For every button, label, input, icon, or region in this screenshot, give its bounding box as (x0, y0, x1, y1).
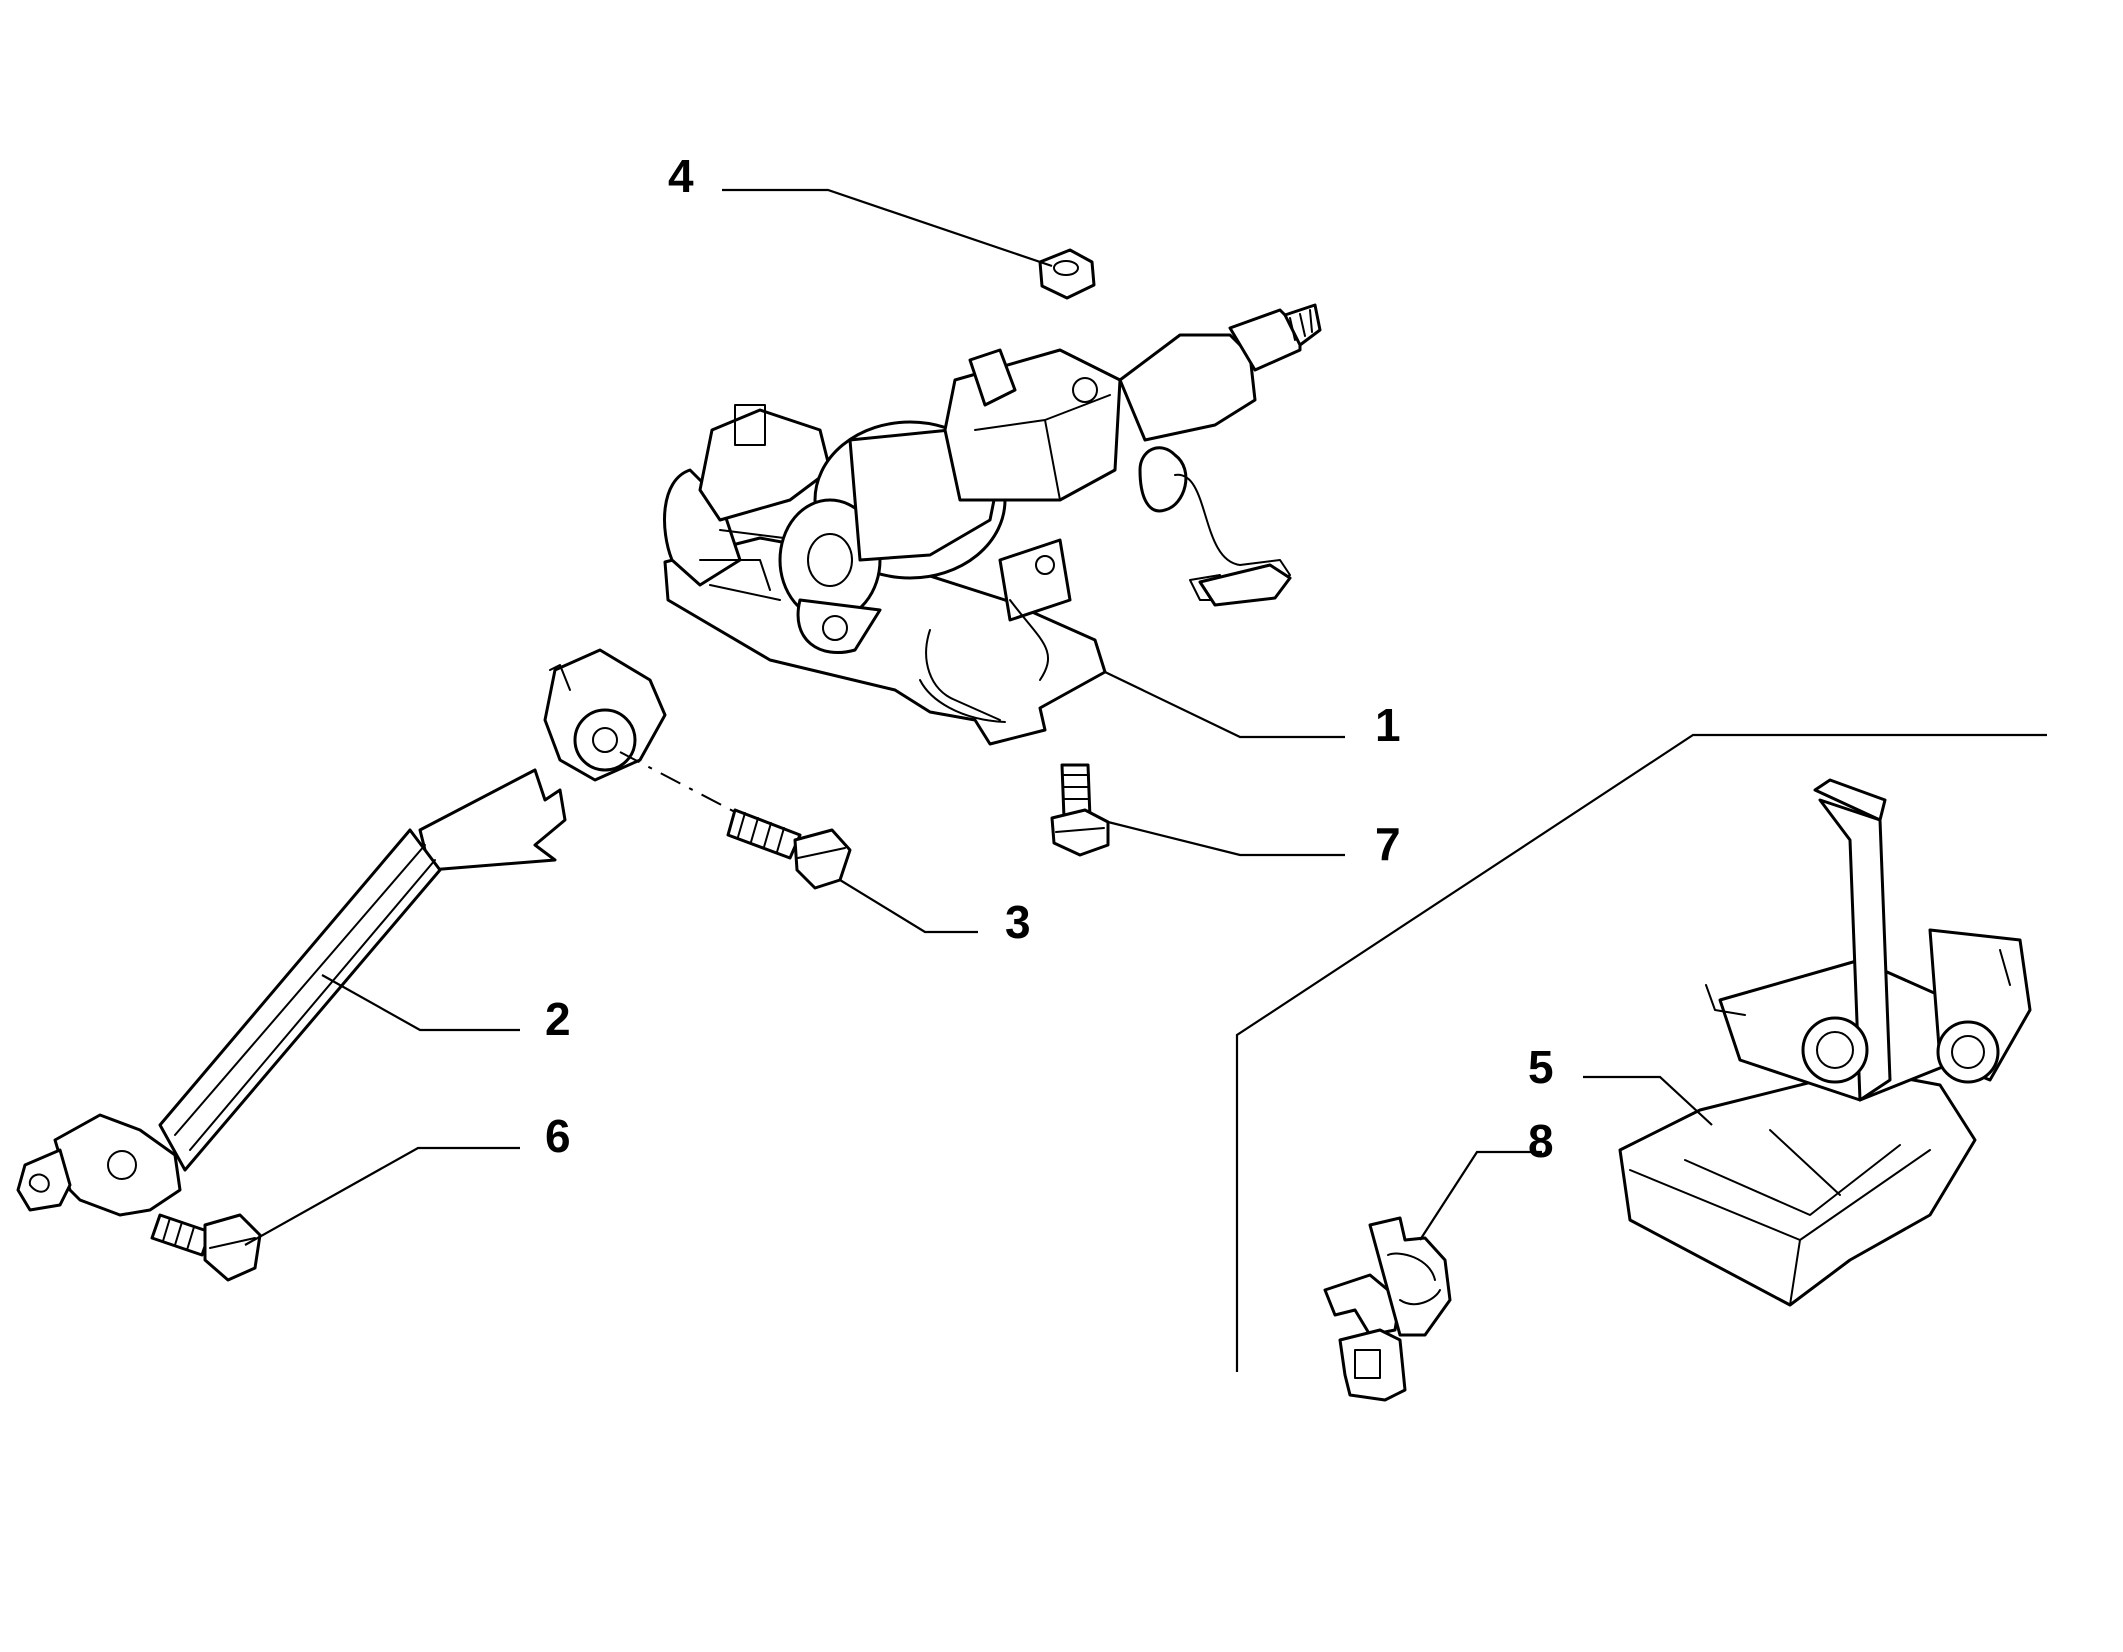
leader-5 (1583, 1075, 1713, 1126)
bolt-6 (150, 1213, 262, 1282)
bolt-7 (1050, 763, 1110, 857)
callout-6: 6 (545, 1110, 571, 1162)
column-shroud-cover (1618, 778, 2032, 1307)
bolt-3 (726, 808, 852, 890)
callout-2: 2 (545, 993, 571, 1045)
callout-8: 8 (1528, 1115, 1554, 1167)
leader-8 (1419, 1150, 1542, 1241)
callout-3: 3 (1005, 896, 1031, 948)
axis-centerline (619, 751, 736, 813)
nut-4 (1038, 248, 1096, 300)
steering-column-assembly (663, 303, 1322, 746)
leader-2 (321, 974, 520, 1032)
leader-4 (722, 188, 1053, 268)
callout-labels: 1 2 3 4 5 6 7 8 (545, 150, 1554, 1167)
leader-1 (1104, 671, 1345, 739)
callout-1: 1 (1375, 699, 1401, 751)
callout-5: 5 (1528, 1041, 1554, 1093)
callout-4: 4 (668, 150, 694, 202)
leader-lines (244, 188, 1713, 1246)
leader-3 (839, 879, 978, 934)
callout-7: 7 (1375, 818, 1401, 870)
leader-7 (1107, 820, 1345, 857)
leader-6 (244, 1146, 520, 1246)
group-bracket-line (1235, 733, 2047, 1372)
retaining-clip (1323, 1216, 1452, 1402)
intermediate-steering-shaft (16, 648, 667, 1217)
